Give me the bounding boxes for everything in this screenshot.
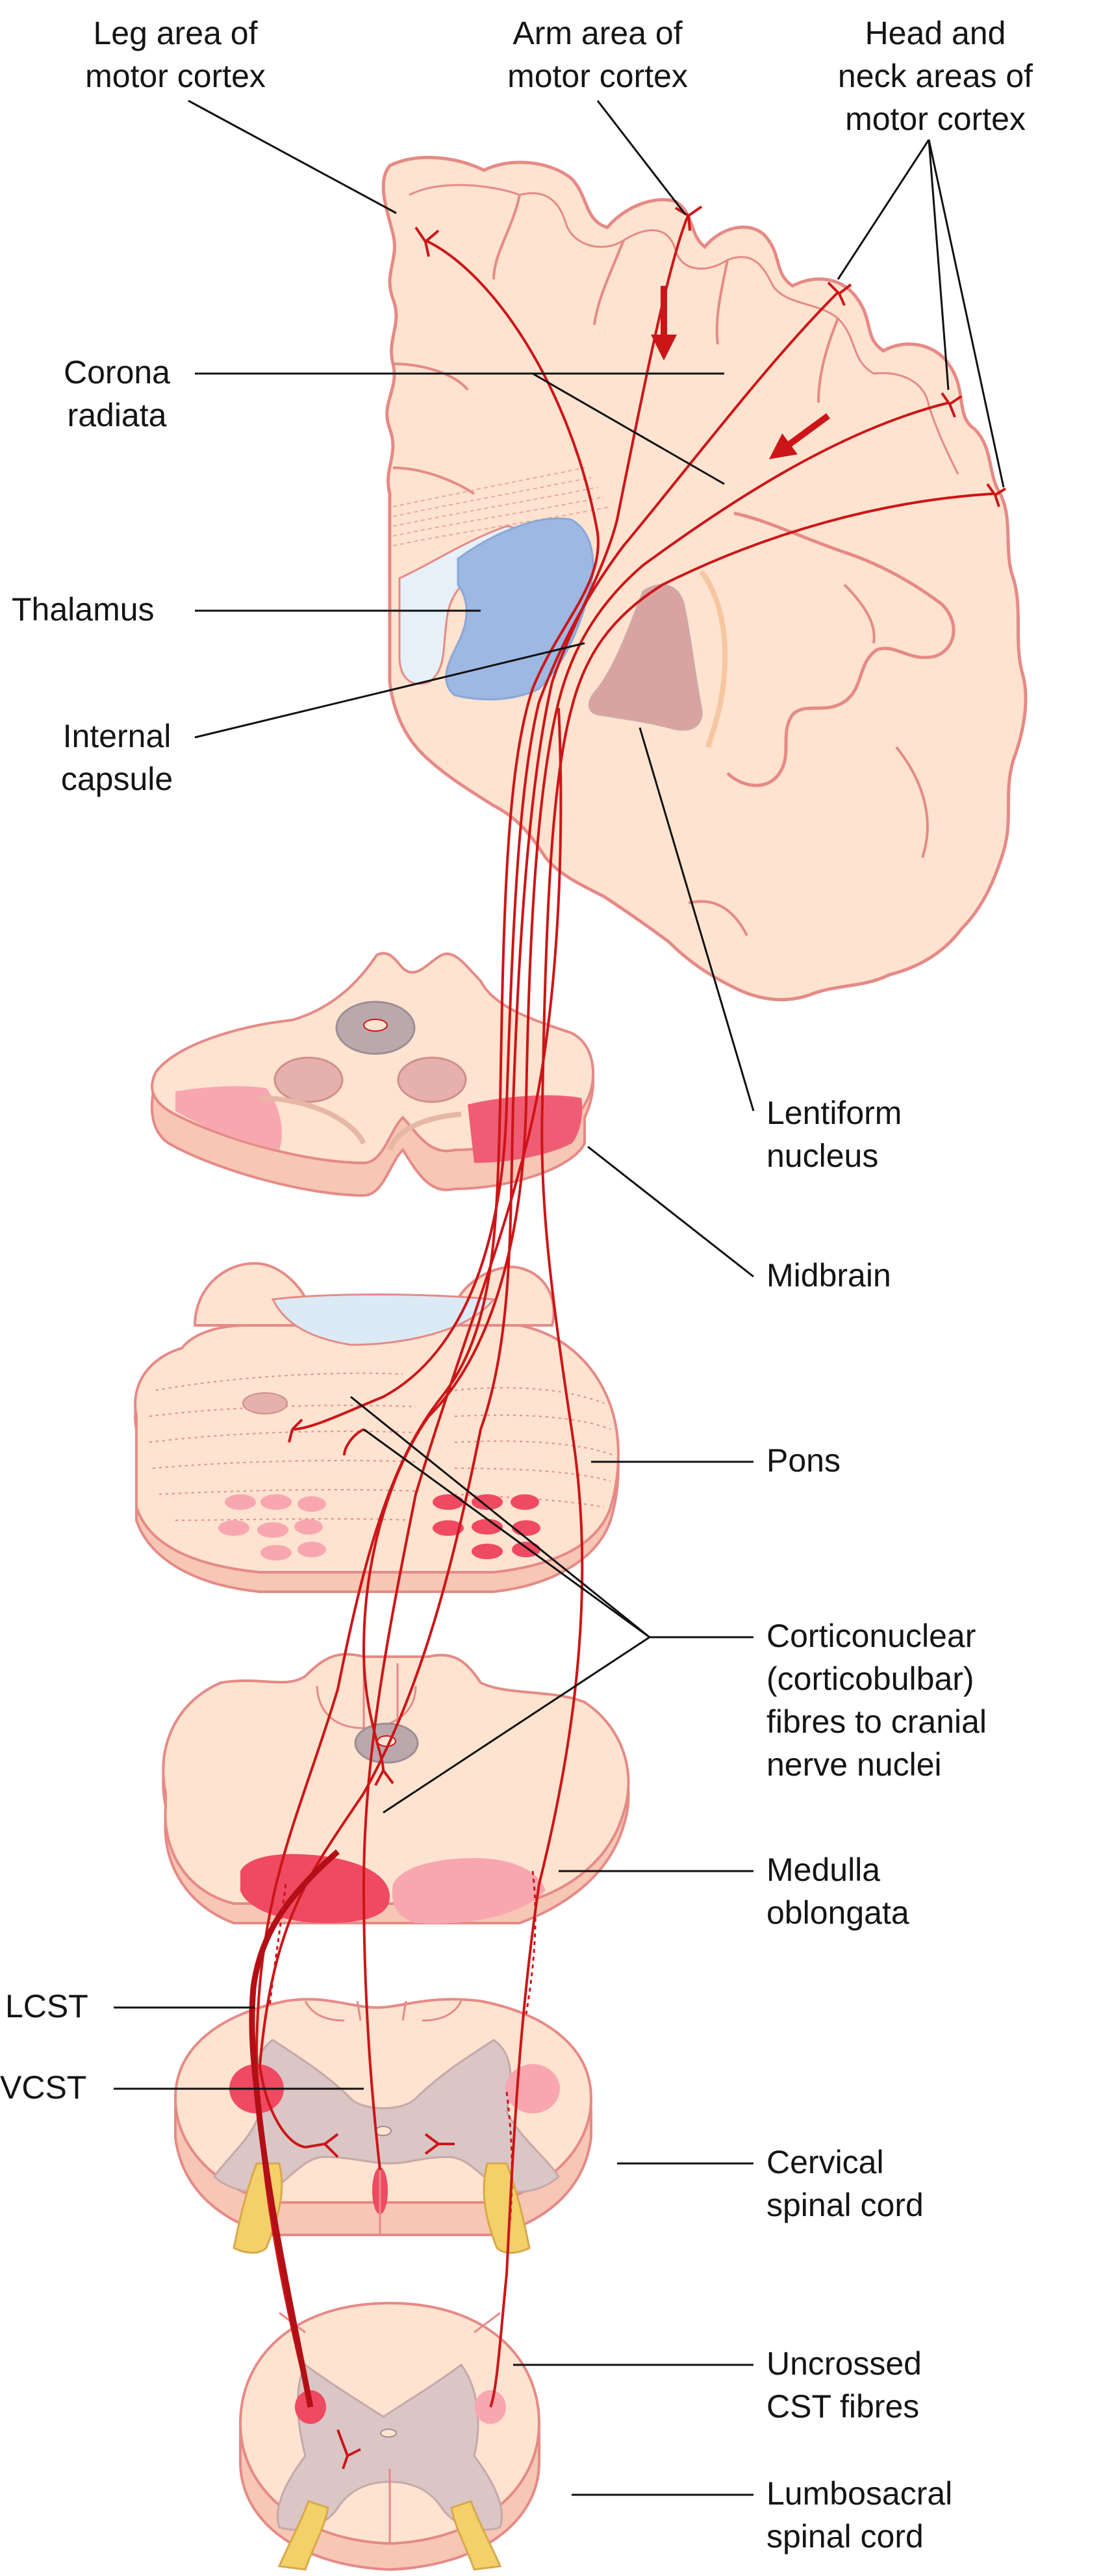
nuclear-terminals [288,1418,455,2469]
leader-lines [114,99,1005,2496]
cervical-dorsal-columns [304,2000,462,2022]
central-canal-lumbosacral [380,2429,397,2438]
claustrum [699,570,728,748]
leader-corona-radiata-b [532,372,725,485]
sulcus [492,194,521,280]
cranial-nerve-nucleus [242,1392,288,1414]
red-nucleus-left [273,1056,344,1103]
label-uncrossed-cst-fibres: Uncrossed CST fibres [766,2345,922,2425]
label-head-neck-areas: Head and neck areas of motor cortex [837,15,1033,137]
sulcus [688,900,748,936]
pons-top [134,1324,620,1574]
central-canal-cervical [375,2126,392,2136]
substantia-nigra [387,1112,462,1151]
cortical-terminals [414,205,1007,507]
crus-cerebri-left [175,1086,282,1150]
cerebral-aqueduct [363,1019,388,1032]
leader-leg-area [188,99,397,214]
label-internal-capsule: Internal capsule [60,718,173,797]
sulcus [715,259,729,345]
label-lcst: LCST [5,1988,88,2024]
midbrain-section [151,952,595,1197]
pyramid-left [240,1854,390,1923]
pontine-cst-bundles-left [218,1494,326,1561]
label-corticonuclear-fibres: Corticonuclear (corticobulbar) fibres to… [766,1618,987,1783]
sulcus [817,318,839,403]
label-thalamus: Thalamus [12,591,155,628]
medulla-section [162,1653,630,1924]
label-pons: Pons [766,1442,841,1479]
crossing-fibre-dotted [268,1883,287,2008]
cervical-cord-section [173,1998,593,2254]
sulcus [392,363,469,391]
pyramid-right [392,1858,546,1924]
cortex-inner-line [409,184,959,475]
leader-head-neck-1 [837,139,930,280]
label-midbrain: Midbrain [766,1257,891,1294]
substantia-nigra [259,1095,366,1145]
ventral-root-right-lumbar [450,2500,502,2571]
lateral-cst-right-cervical [505,2064,560,2113]
lentiform-nucleus-shape [588,584,703,731]
sulcus [392,466,475,495]
leader-corticonuclear-1 [350,1396,650,1639]
pontine-transverse-fibres [149,1372,614,1521]
label-cervical-spinal-cord: Cervical spinal cord [766,2144,924,2223]
red-nucleus-right [397,1056,467,1103]
leader-corticonuclear-2 [363,1428,650,1639]
lcst-main-bundle [249,1849,340,2408]
leader-internal-capsule [194,642,585,739]
medulla-top [162,1653,630,1905]
lateral-sulcus [726,511,955,787]
sulcus [895,746,929,858]
label-corona-radiata: Corona radiata [64,354,170,433]
fourth-ventricle [271,1294,496,1346]
leader-lentiform [639,727,755,1112]
leader-head-neck-2 [928,139,950,390]
label-leg-area: Leg area of motor cortex [85,15,266,94]
ventral-root-left-lumbar [277,2500,329,2571]
descending-motor-fibres [255,214,994,2408]
label-vcst: VCST [0,2069,87,2106]
leader-arm-area [596,100,687,215]
inward-arrow [768,413,830,459]
pontine-cst-bundles-right [433,1494,540,1559]
callosal-fibres [392,467,611,546]
label-lentiform-nucleus: Lentiform nucleus [766,1095,902,1174]
label-arm-area: Arm area of motor cortex [507,15,688,94]
lumbosacral-cord-section [238,2301,541,2571]
label-lumbosacral-spinal-cord: Lumbosacral spinal cord [766,2475,953,2555]
lumbosacral-grey-matter [276,2363,503,2531]
leader-midbrain [587,1145,754,1278]
leader-corticonuclear-3 [383,1636,650,1814]
uncrossed-fibre-dotted [525,1870,537,2015]
label-medulla-oblongata: Medulla oblongata [766,1852,909,1931]
uncrossed-fibre-dotted [505,2091,513,2223]
sulcus [593,240,625,325]
leader-head-neck-3 [928,139,1005,488]
sulcus [843,583,876,644]
